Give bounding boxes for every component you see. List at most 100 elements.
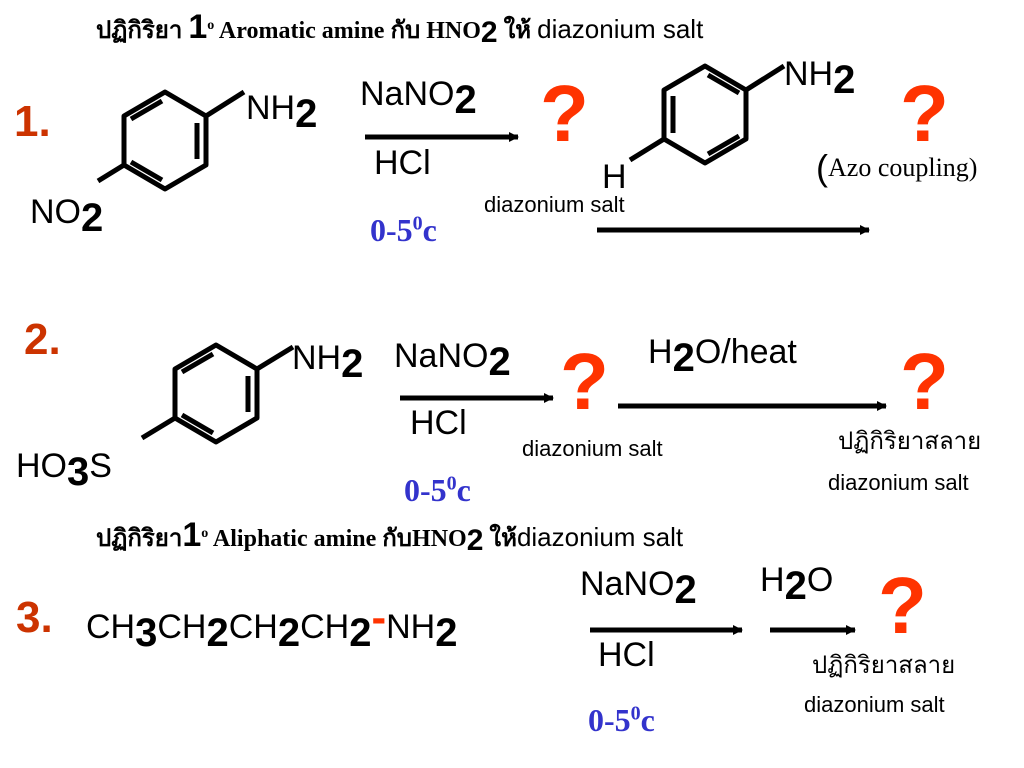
- temp-unit: c: [456, 472, 471, 508]
- reaction-arrows: [365, 132, 887, 635]
- azo-coupling-note: (Azo coupling): [816, 150, 977, 186]
- heading-degree-mark: o: [207, 18, 215, 33]
- reagent-subscript: 2: [488, 340, 511, 384]
- reaction-number-3: 3.: [16, 593, 53, 642]
- formula-ch2-b: CH2: [228, 608, 300, 653]
- temp-sup: 0: [446, 472, 457, 495]
- reaction-number-2: 2.: [24, 315, 61, 364]
- amine-group-2: NH2: [292, 336, 363, 384]
- amine-group-1: NH2: [246, 86, 317, 134]
- butylamine-formula: CH3CH2CH2CH2-NH2: [86, 596, 457, 654]
- formula-atom: CH: [228, 608, 278, 646]
- temp-sup: 0: [630, 702, 641, 725]
- reagent-label: NaNO: [394, 337, 489, 375]
- temp-value: 0-5: [404, 472, 447, 508]
- coupling-amine: NH2: [784, 52, 855, 100]
- benzene-ring-1: [96, 89, 246, 192]
- sulfonic-group: HO3S: [16, 444, 112, 492]
- nitro-subscript: 2: [81, 196, 104, 240]
- heading-degree-number: 1: [188, 8, 208, 46]
- heading-text: Aliphatic amine กับHNO: [212, 526, 467, 552]
- heading-product: diazonium salt: [516, 522, 684, 552]
- heading-product: diazonium salt: [537, 14, 704, 44]
- decomposition-note-thai-r2: ปฏิกิริยาสลาย: [838, 429, 982, 455]
- reagent-r2-top: NaNO2: [394, 334, 511, 382]
- amine-subscript: 2: [295, 92, 318, 136]
- formula-atom: CH: [86, 608, 136, 646]
- sulfonic-label-a: HO: [16, 447, 67, 485]
- reagent-subscript: 2: [674, 568, 697, 612]
- diazonium-label-r2: diazonium salt: [522, 436, 663, 461]
- formula-dash: -: [371, 593, 387, 642]
- decomposition-note-en-r2: diazonium salt: [828, 470, 969, 495]
- sulfonic-label-b: S: [89, 447, 112, 485]
- decomposition-note-thai-r3: ปฏิกิริยาสลาย: [812, 653, 956, 679]
- water-o: O: [806, 561, 834, 599]
- coupling-hydrogen: H: [602, 158, 627, 196]
- formula-ch2-c: CH2: [300, 608, 371, 653]
- temp-unit: c: [640, 702, 655, 738]
- amine-subscript: 2: [341, 342, 364, 386]
- heading-thai-prefix: ปฏิกิริยา: [96, 18, 183, 44]
- diazonium-label-r1: diazonium salt: [484, 192, 625, 217]
- heading-thai-prefix: ปฏิกิริยา: [96, 526, 183, 552]
- unknown-product-r2-1: ?: [560, 337, 609, 426]
- reagent-r3-top: NaNO2: [580, 562, 697, 610]
- reagent-r1-top: NaNO2: [360, 72, 477, 120]
- formula-subscript: 2: [277, 611, 301, 655]
- formula-subscript: 3: [135, 611, 158, 655]
- unknown-product-r2-2: ?: [900, 337, 949, 426]
- decomposition-note-en-r3: diazonium salt: [804, 692, 945, 717]
- unknown-product-r1-2: ?: [900, 69, 949, 158]
- heading-degree-mark: o: [201, 526, 209, 541]
- reagent-r2-step2: H2O/heat: [648, 330, 797, 378]
- temp-sup: 0: [412, 212, 423, 235]
- reaction-number-1: 1.: [14, 97, 51, 146]
- heading-degree-number: 1: [182, 516, 202, 554]
- temp-unit: c: [422, 212, 437, 248]
- heading-thai-suffix: ให้: [503, 18, 532, 44]
- temp-value: 0-5: [370, 212, 413, 248]
- amine-label: NH: [292, 339, 342, 377]
- formula-ch3: CH3: [86, 608, 157, 653]
- temperature-r1: 0-50c: [370, 212, 437, 248]
- unknown-product-r1-1: ?: [540, 69, 589, 158]
- reagent-r1-bottom: HCl: [374, 144, 431, 182]
- coupling-amine-subscript: 2: [833, 58, 856, 102]
- water-subscript: 2: [672, 336, 695, 380]
- formula-amine-subscript: 2: [435, 611, 458, 655]
- water-subscript: 2: [784, 564, 807, 608]
- heading-text: Aromatic amine กับ HNO: [218, 18, 481, 44]
- note-paren: (: [816, 147, 828, 188]
- amine-label: NH: [246, 89, 296, 127]
- sulfonic-subscript: 3: [67, 450, 90, 494]
- reagent-label: NaNO: [580, 565, 675, 603]
- reagent-r2-bottom: HCl: [410, 404, 467, 442]
- benzene-ring-coupling: [628, 63, 786, 166]
- formula-subscript: 2: [206, 611, 229, 655]
- reagent-label: NaNO: [360, 75, 455, 113]
- note-text: Azo coupling): [828, 153, 978, 182]
- heading-thai-suffix: ให้: [489, 526, 517, 552]
- reagent-r3-bottom: HCl: [598, 636, 655, 674]
- heading-subscript: 2: [466, 524, 484, 557]
- water-h: H: [760, 561, 785, 599]
- heading-aliphatic: ปฏิกิริยา1o Aliphatic amine กับHNO2 ให้d…: [96, 516, 684, 556]
- formula-atom: CH: [300, 608, 350, 646]
- unknown-product-r3: ?: [878, 561, 927, 650]
- formula-ch2-a: CH2: [157, 608, 228, 653]
- formula-subscript: 2: [349, 611, 372, 655]
- water-h: H: [648, 333, 673, 371]
- temp-value: 0-5: [588, 702, 631, 738]
- benzene-ring-2: [140, 342, 295, 445]
- temperature-r2: 0-50c: [404, 472, 471, 508]
- nitro-group: NO2: [30, 190, 103, 238]
- heading-subscript: 2: [480, 16, 498, 49]
- water-rest: O/heat: [694, 333, 797, 371]
- heading-aromatic: ปฏิกิริยา 1o Aromatic amine กับ HNO2 ให้…: [96, 8, 704, 48]
- coupling-amine-label: NH: [784, 55, 834, 93]
- formula-amine: NH: [386, 608, 436, 646]
- formula-atom: CH: [157, 608, 207, 646]
